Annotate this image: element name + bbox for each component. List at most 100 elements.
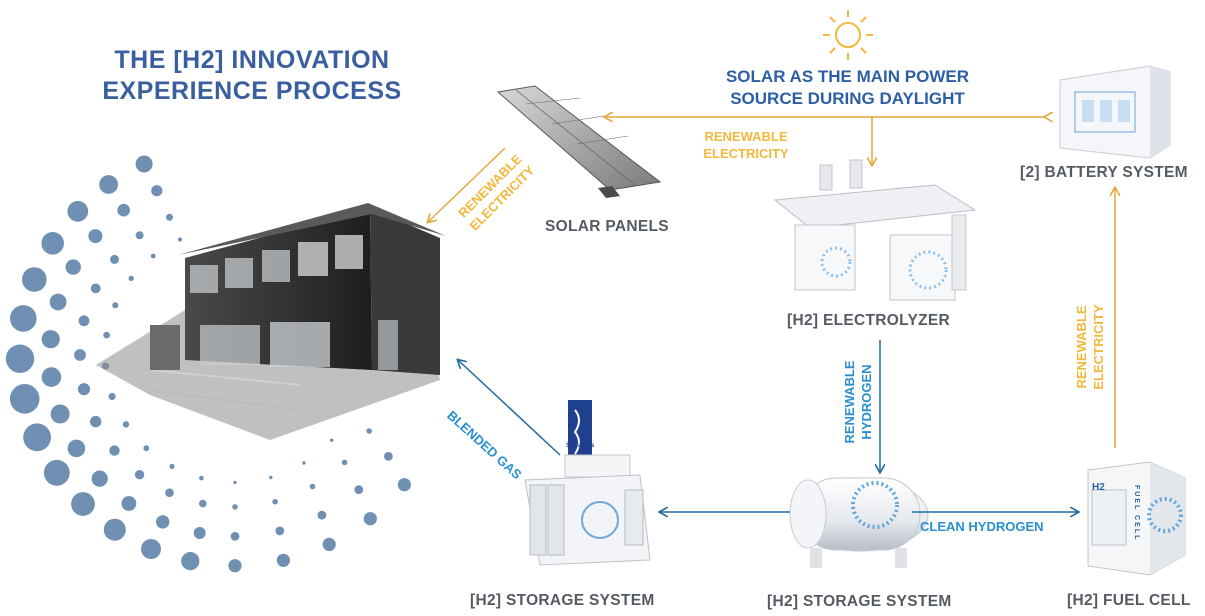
- decorative-dot: [128, 275, 134, 281]
- decorative-dot: [71, 492, 95, 516]
- decorative-dot: [67, 439, 86, 458]
- decorative-dot: [99, 175, 118, 194]
- decorative-dot: [233, 480, 237, 485]
- decorative-dot: [397, 478, 411, 492]
- electrolyzer-image: [773, 159, 977, 301]
- battery-system-label: [2] BATTERY SYSTEM: [1020, 164, 1188, 181]
- decorative-dot: [228, 559, 242, 573]
- decorative-dot: [272, 498, 278, 505]
- renewable-electricity-top-label: RENEWABLE ELECTRICITY: [690, 128, 802, 162]
- decorative-dot: [276, 553, 290, 567]
- solar-main-power-label: SOLAR AS THE MAIN POWER SOURCE DURING DA…: [700, 66, 995, 110]
- renewable-hydrogen-label: RENEWABLE HYDROGEN: [841, 346, 875, 458]
- decorative-dot: [322, 537, 336, 552]
- decorative-dot: [135, 155, 153, 173]
- decorative-dot: [329, 438, 334, 442]
- decorative-dot: [354, 485, 364, 495]
- electrolyzer-label: [H2] ELECTROLYZER: [787, 312, 950, 329]
- decorative-dot-spiral: [5, 155, 411, 573]
- title-line-2: EXPERIENCE PROCESS: [102, 77, 402, 105]
- solar-banner-line-1: SOLAR AS THE MAIN POWER: [725, 67, 970, 86]
- decorative-dot: [230, 531, 240, 541]
- decorative-dot: [363, 512, 377, 526]
- decorative-dot: [143, 445, 150, 452]
- clean-hydrogen-label: CLEAN HYDROGEN: [920, 519, 1044, 534]
- decorative-dot: [275, 526, 285, 536]
- flow-label-line-1: RENEWABLE: [704, 129, 788, 144]
- flow-label-line-1: RENEWABLE: [1074, 305, 1089, 389]
- fuel-cell-image: [1087, 461, 1186, 576]
- decorative-dot: [384, 452, 393, 461]
- fuel-cell-label: [H2] FUEL CELL: [1067, 592, 1191, 609]
- decorative-dot: [165, 488, 174, 498]
- fuel-cell-vertical-label: FUEL CELL: [1133, 485, 1140, 541]
- decorative-dot: [23, 423, 51, 452]
- decorative-dot: [49, 293, 67, 311]
- decorative-dot: [122, 421, 130, 428]
- decorative-dot: [9, 305, 37, 332]
- storage-system-left-image: [524, 400, 651, 566]
- flow-label-line-2: ELECTRICITY: [1091, 304, 1106, 390]
- solar-panel-image: [496, 85, 662, 198]
- decorative-dot: [109, 445, 120, 456]
- decorative-dot: [78, 315, 90, 327]
- flow-label-line-1: RENEWABLE: [842, 360, 857, 444]
- decorative-dot: [90, 283, 101, 294]
- decorative-dot: [65, 259, 81, 275]
- flow-label-line-2: HYDROGEN: [859, 364, 874, 440]
- decorative-dot: [193, 527, 206, 539]
- decorative-dot: [108, 392, 116, 401]
- decorative-dot: [74, 349, 86, 361]
- decorative-dot: [121, 496, 137, 511]
- decorative-dot: [181, 552, 200, 571]
- decorative-dot: [41, 367, 62, 387]
- decorative-dot: [77, 383, 91, 396]
- decorative-dot: [199, 499, 207, 508]
- decorative-dot: [151, 185, 163, 197]
- solar-banner-line-2: SOURCE DURING DAYLIGHT: [730, 89, 965, 108]
- decorative-dot: [5, 344, 35, 373]
- decorative-dot: [41, 232, 64, 255]
- decorative-dot: [103, 331, 110, 339]
- decorative-dot: [103, 518, 126, 541]
- arrow-panels-to-house: [428, 147, 506, 222]
- storage-system-left-label: [H2] STORAGE SYSTEM: [470, 592, 655, 609]
- battery-system-image: [1059, 65, 1171, 159]
- decorative-dot: [22, 267, 47, 292]
- decorative-dot: [9, 384, 40, 414]
- decorative-dot: [232, 504, 238, 510]
- decorative-dot: [91, 470, 108, 487]
- brand-mark: SoCalGas: [566, 443, 595, 449]
- decorative-dot: [309, 483, 316, 490]
- decorative-dot: [88, 229, 103, 244]
- h2-logo-mark: H2: [1092, 482, 1105, 493]
- decorative-dot: [166, 213, 173, 221]
- decorative-dot: [150, 253, 156, 259]
- decorative-dot: [112, 302, 119, 309]
- decorative-dot: [134, 470, 145, 480]
- diagram-title: THE [H2] INNOVATION EXPERIENCE PROCESS: [82, 45, 422, 107]
- decorative-dot: [366, 428, 373, 434]
- solar-panels-label: SOLAR PANELS: [545, 218, 669, 235]
- decorative-dot: [317, 510, 327, 520]
- arrow-storage-to-house: [458, 360, 561, 456]
- decorative-dot: [50, 404, 70, 424]
- renewable-electricity-right-label: RENEWABLE ELECTRICITY: [1073, 291, 1107, 403]
- decorative-dot: [41, 330, 60, 349]
- decorative-dot: [43, 459, 70, 486]
- flow-label-line-2: ELECTRICITY: [703, 146, 789, 161]
- decorative-dot: [135, 231, 144, 240]
- decorative-dot: [178, 237, 183, 242]
- flow-arrows: [428, 117, 1115, 512]
- decorative-dot: [90, 415, 102, 428]
- decorative-dot: [141, 539, 161, 559]
- decorative-dot: [341, 459, 348, 466]
- decorative-dot: [67, 200, 89, 222]
- decorative-dot: [169, 463, 175, 469]
- decorative-dot: [117, 203, 130, 217]
- title-line-1: THE [H2] INNOVATION: [114, 46, 390, 74]
- storage-tank-center-image: [789, 477, 929, 568]
- decorative-dot: [156, 515, 170, 529]
- decorative-dot: [269, 475, 273, 480]
